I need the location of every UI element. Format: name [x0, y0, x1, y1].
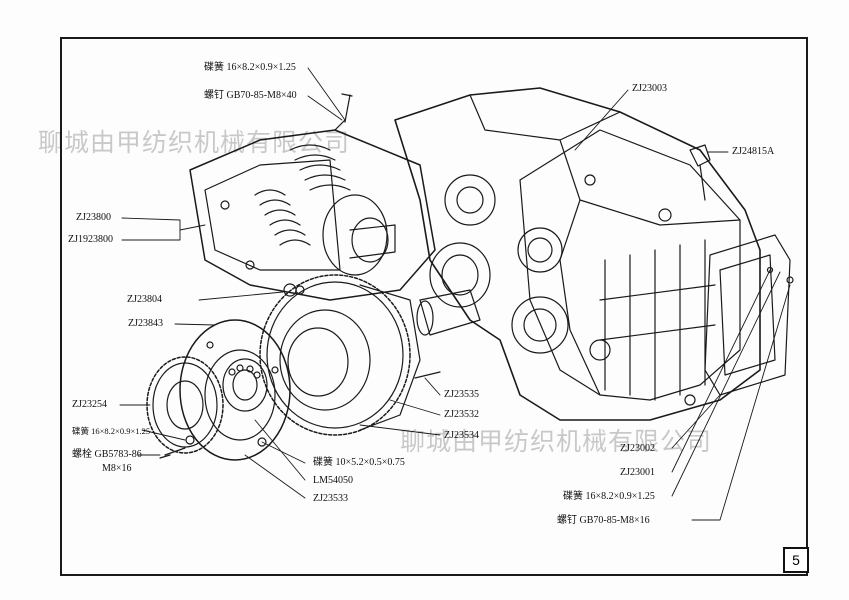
label-zj23800: ZJ23800 — [76, 212, 111, 223]
label-disc-spring-top: 碟簧 16×8.2×0.9×1.25 — [204, 62, 296, 73]
flange-plate — [179, 319, 291, 461]
label-zj23003: ZJ23003 — [632, 83, 667, 94]
input-adapter — [189, 93, 436, 301]
label-bolt-gb5783: 螺栓 GB5783-86 — [72, 449, 142, 460]
zj23804-part — [283, 283, 297, 297]
leader-lines — [119, 67, 791, 521]
label-zj1923800: ZJ1923800 — [68, 234, 113, 245]
label-lm54050: LM54050 — [313, 475, 353, 486]
label-zj23532: ZJ23532 — [444, 409, 479, 420]
label-disc-spring-small: 碟簧 10×5.2×0.5×0.75 — [313, 457, 405, 468]
label-disc-spring-right: 碟簧 16×8.2×0.9×1.25 — [563, 491, 655, 502]
label-zj23535: ZJ23535 — [444, 389, 479, 400]
label-zj23804: ZJ23804 — [127, 294, 162, 305]
label-zj23843: ZJ23843 — [128, 318, 163, 329]
large-gear — [259, 274, 421, 436]
watermark-bottom: 聊城由甲纺织机械有限公司 — [400, 427, 713, 456]
label-zj23254: ZJ23254 — [72, 399, 107, 410]
label-zj23001: ZJ23001 — [620, 467, 655, 478]
label-zj23002: ZJ23002 — [620, 443, 655, 454]
label-disc-spring-left: 碟簧 16×8.2×0.9×1.25 — [72, 426, 151, 436]
label-zj23533: ZJ23533 — [313, 493, 348, 504]
page-number: 5 — [783, 547, 809, 573]
drawing-frame — [60, 37, 808, 576]
label-screw-m8x16: 螺钉 GB70-85-M8×16 — [557, 515, 650, 526]
watermark-top: 聊城由甲纺织机械有限公司 — [38, 128, 351, 157]
bolt-zj23535 — [414, 371, 441, 379]
label-screw-m8x40: 螺钉 GB70-85-M8×40 — [204, 90, 297, 101]
gearbox-housing — [394, 87, 794, 421]
label-zj24815a: ZJ24815A — [732, 146, 775, 157]
label-zj23534: ZJ23534 — [444, 430, 479, 441]
label-bolt-size: M8×16 — [102, 463, 132, 474]
small-gear — [146, 356, 224, 459]
